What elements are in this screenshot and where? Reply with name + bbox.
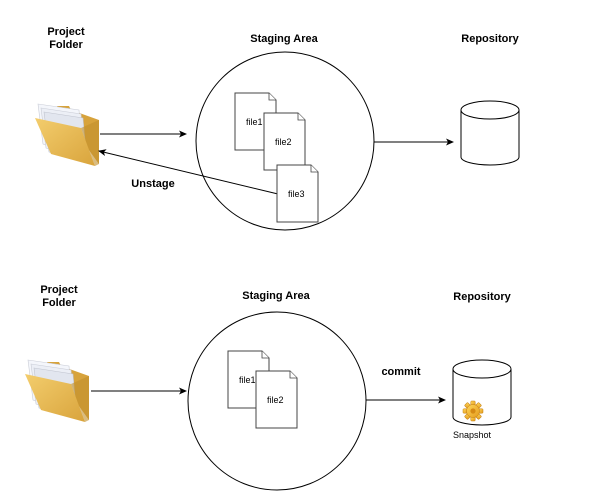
gear-icon xyxy=(462,400,484,422)
file-icon: file2 xyxy=(263,112,306,171)
file-icon: file3 xyxy=(276,164,319,223)
file-label: file1 xyxy=(239,375,256,385)
folder-icon xyxy=(35,103,99,166)
repository-label: Repository xyxy=(453,291,511,303)
diagram-commit: Project Folder Staging Area Repository f… xyxy=(25,284,512,491)
database-cylinder-icon xyxy=(452,359,512,426)
repository-label: Repository xyxy=(461,33,519,45)
project-folder-label-line1: Project xyxy=(40,284,78,296)
project-folder-label-line1: Project xyxy=(47,26,85,38)
file-label: file2 xyxy=(267,395,284,405)
commit-label: commit xyxy=(381,366,420,378)
snapshot-label: Snapshot xyxy=(453,430,492,440)
staging-area-circle xyxy=(187,311,367,491)
file-label: file3 xyxy=(288,189,305,199)
project-folder-label-line2: Folder xyxy=(49,39,83,51)
folder-icon xyxy=(25,359,89,422)
staging-area-circle xyxy=(195,51,375,231)
database-cylinder-icon xyxy=(460,100,520,166)
file-icon: file2 xyxy=(255,370,298,429)
unstage-label: Unstage xyxy=(131,178,174,190)
project-folder-label-line2: Folder xyxy=(42,297,76,309)
unstage-arrow xyxy=(98,149,279,195)
file-label: file1 xyxy=(246,117,263,127)
diagram-unstage: Project Folder Staging Area Repository U… xyxy=(35,26,520,231)
staging-area-label: Staging Area xyxy=(250,33,318,45)
file-label: file2 xyxy=(275,137,292,147)
staging-area-label: Staging Area xyxy=(242,290,310,302)
